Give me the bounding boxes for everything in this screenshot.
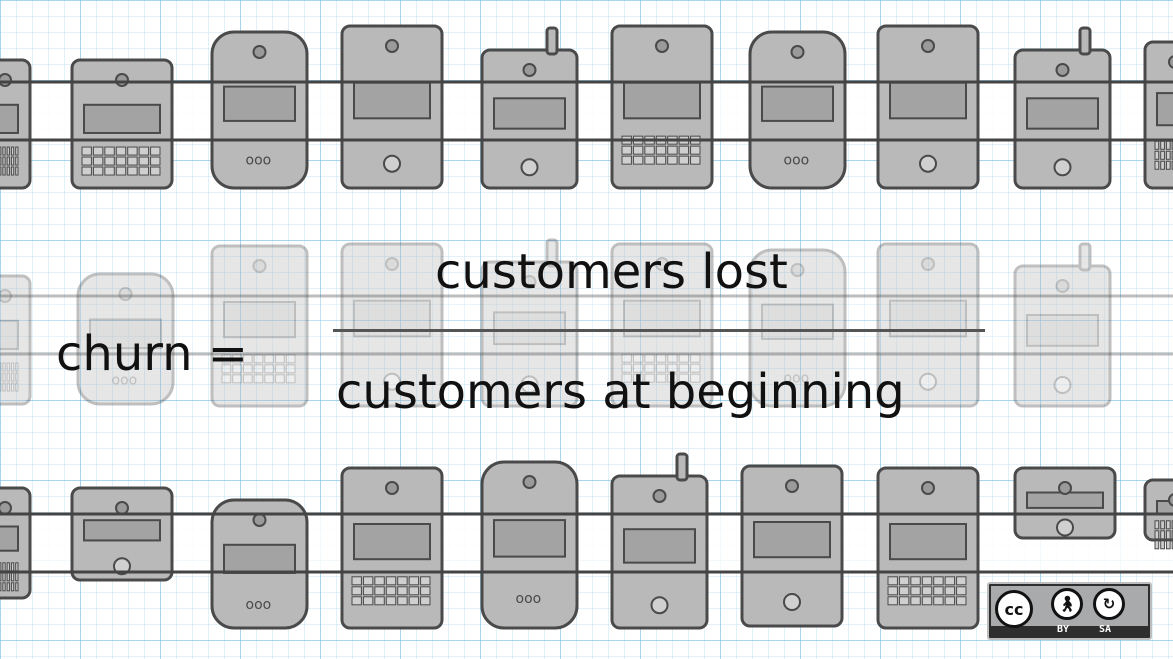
cc-by-label: BY (1057, 624, 1070, 635)
phone-drawing (340, 24, 444, 190)
phone-drawing: ooo (748, 30, 847, 190)
svg-text:ooo: ooo (112, 373, 138, 389)
phone-drawing (610, 452, 709, 630)
creative-commons-badge: cc 🚶︎ ↻ BY SA (987, 582, 1152, 640)
phone-drawing (610, 24, 714, 190)
cc-sa-label: SA (1099, 624, 1112, 635)
svg-text:ooo: ooo (246, 153, 272, 169)
svg-text:ooo: ooo (784, 371, 810, 387)
phone-drawing: ooo (76, 272, 175, 406)
phone-drawing (1013, 466, 1117, 540)
formula-lhs: churn = (56, 326, 249, 382)
phone-drawing: ooo (210, 30, 309, 190)
phone-drawing (740, 464, 844, 628)
phone-drawing (70, 58, 174, 190)
phone-drawing (876, 466, 980, 630)
svg-text:ooo: ooo (516, 591, 542, 607)
phone-drawing (1143, 478, 1173, 550)
phone-drawing (480, 26, 579, 190)
phone-drawing (876, 24, 980, 190)
svg-text:ooo: ooo (246, 597, 272, 613)
phone-drawing (70, 486, 174, 582)
phone-drawing (0, 58, 32, 190)
formula-denominator: customers at beginning (336, 364, 905, 420)
phone-drawing: ooo (210, 498, 309, 630)
share-alike-icon: ↻ (1093, 588, 1125, 620)
attribution-icon: 🚶︎ (1051, 588, 1083, 620)
phone-drawing (0, 486, 32, 600)
phone-drawing (1013, 26, 1112, 190)
cc-logo-icon: cc (995, 590, 1033, 628)
phone-drawing (340, 466, 444, 630)
phone-drawing (1013, 242, 1112, 408)
fraction-bar (333, 329, 985, 332)
phone-drawing: ooo (748, 248, 847, 408)
phone-drawing (210, 244, 309, 408)
phone-drawing (1143, 40, 1173, 190)
formula-numerator: customers lost (435, 244, 788, 300)
phone-drawing: ooo (480, 460, 579, 630)
phone-drawing (480, 238, 579, 408)
svg-text:ooo: ooo (784, 153, 810, 169)
phone-drawing (0, 274, 32, 406)
